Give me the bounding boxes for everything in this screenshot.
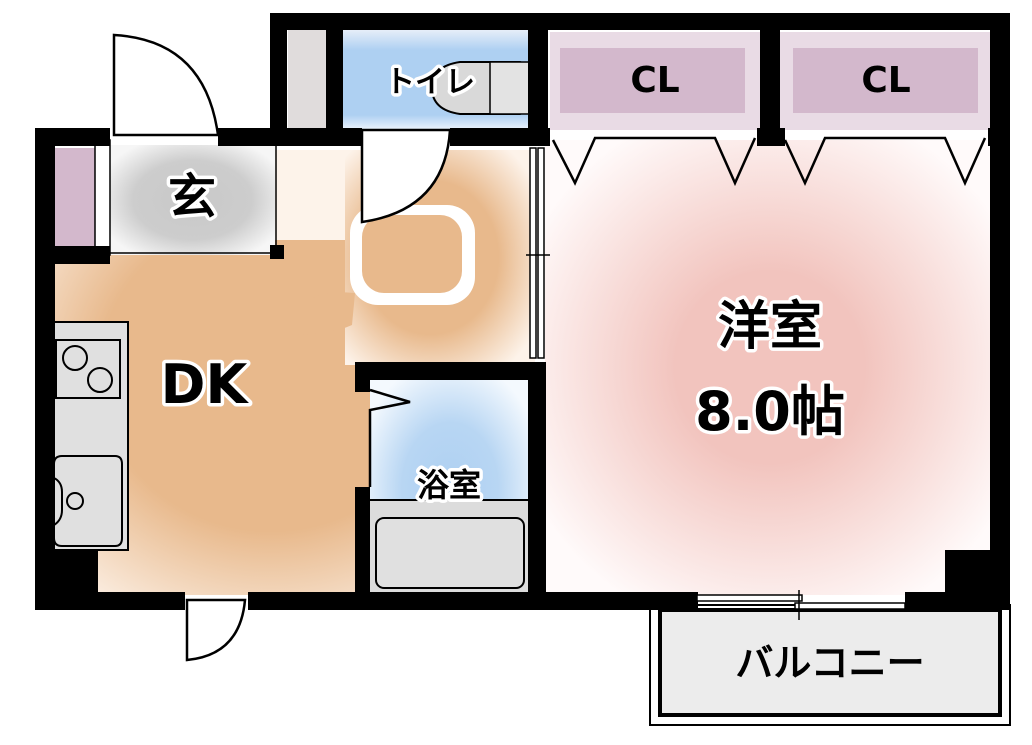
bathroom-folding-door-icon	[368, 388, 411, 487]
entrance-label: 玄	[168, 169, 216, 225]
front-door-icon	[112, 33, 220, 137]
bathtub-icon	[375, 517, 525, 589]
closet-1-label: CL	[630, 60, 679, 101]
western-room-label: 洋室	[718, 297, 822, 357]
dk-label: DK	[161, 353, 250, 416]
bathroom-label: 浴室	[417, 466, 481, 504]
entrance-area	[110, 145, 284, 259]
entrance-door-frame	[94, 139, 111, 256]
walls	[35, 13, 1010, 610]
shoe-closet	[55, 148, 97, 246]
western-room-size: 8.0帖	[695, 380, 845, 443]
balcony-label: バルコニー	[735, 641, 924, 685]
kitchen-counter	[47, 321, 129, 551]
toilet-door-icon	[360, 128, 452, 224]
stove-icon	[55, 339, 121, 399]
dk-exit-door-icon	[185, 598, 247, 662]
storage-nook	[288, 30, 328, 130]
doors	[112, 33, 452, 662]
closet-folding-doors	[551, 136, 987, 187]
closet-2-label: CL	[861, 60, 910, 101]
sliding-door-dk-western	[526, 147, 550, 359]
toilet-room	[342, 30, 532, 130]
western-room-floor	[545, 140, 995, 595]
toilet-label: トイレ	[385, 65, 475, 100]
bathroom-area	[370, 380, 530, 595]
balcony-area	[649, 604, 1011, 726]
balcony-window	[696, 590, 906, 620]
sink-icon	[53, 455, 123, 547]
